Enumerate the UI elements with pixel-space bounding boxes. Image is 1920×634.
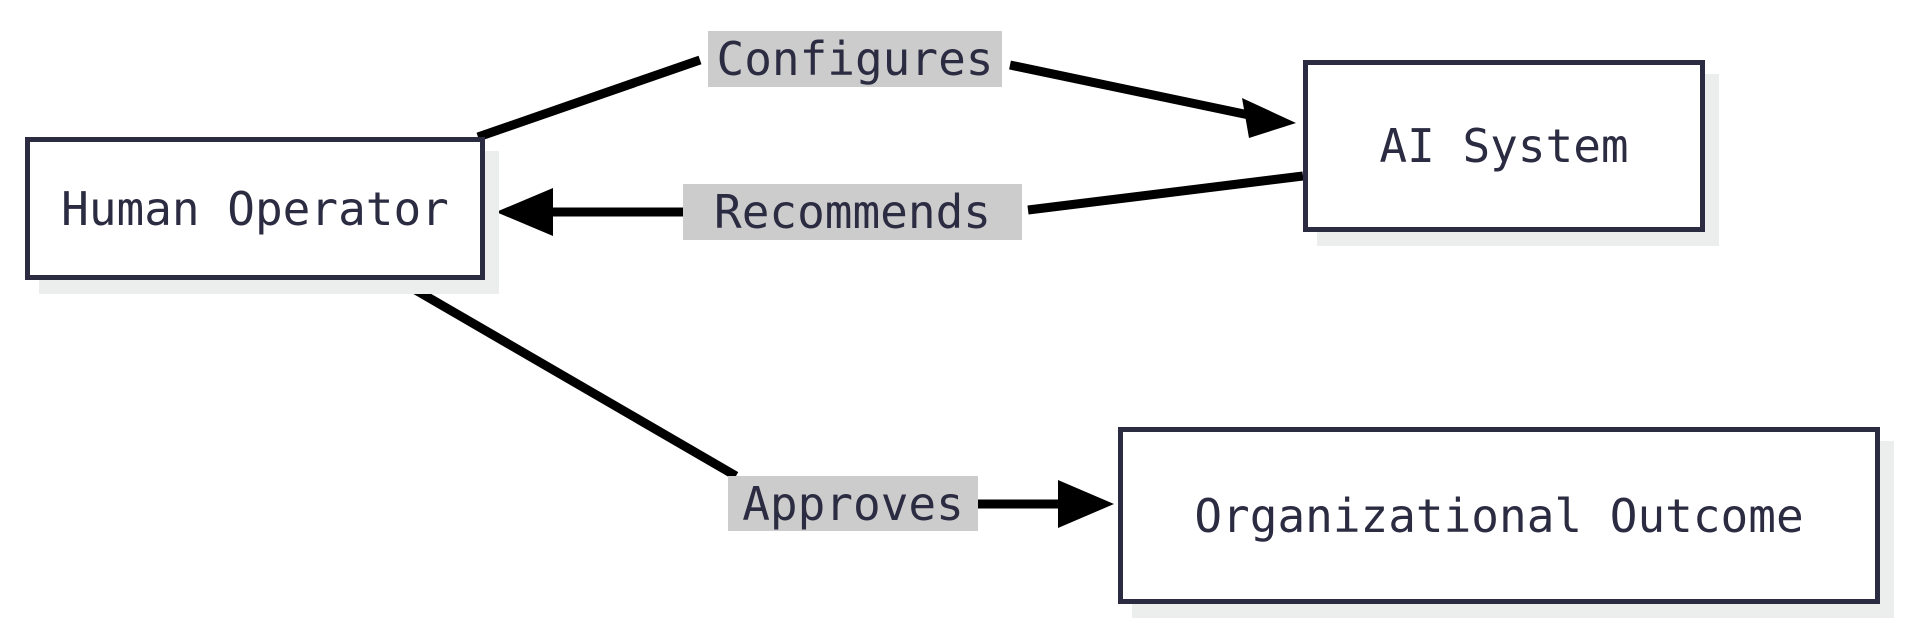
edge-configures-arrowhead: [1242, 98, 1296, 138]
edge-label-recommends[interactable]: Recommends: [683, 184, 1022, 240]
edge-recommends[interactable]: [496, 171, 1304, 236]
edge-configures[interactable]: [476, 55, 1296, 142]
node-organizational-outcome[interactable]: Organizational Outcome: [1118, 427, 1880, 604]
node-organizational-outcome-label: Organizational Outcome: [1194, 488, 1804, 543]
edge-approves-arrowhead: [1058, 480, 1114, 528]
edge-recommends-line-right: [1027, 171, 1304, 215]
node-ai-system-label: AI System: [1379, 119, 1629, 173]
node-human-operator[interactable]: Human Operator: [25, 137, 485, 280]
edge-label-configures[interactable]: Configures: [708, 31, 1002, 87]
edge-approves[interactable]: [397, 277, 1114, 528]
node-human-operator-label: Human Operator: [61, 181, 449, 236]
edge-recommends-arrowhead: [496, 188, 553, 236]
edge-label-approves[interactable]: Approves: [728, 476, 978, 531]
edge-approves-line-diagonal: [397, 277, 739, 480]
edge-configures-line-right: [1009, 60, 1269, 124]
edge-configures-line-left: [476, 55, 702, 142]
node-ai-system[interactable]: AI System: [1303, 60, 1705, 232]
